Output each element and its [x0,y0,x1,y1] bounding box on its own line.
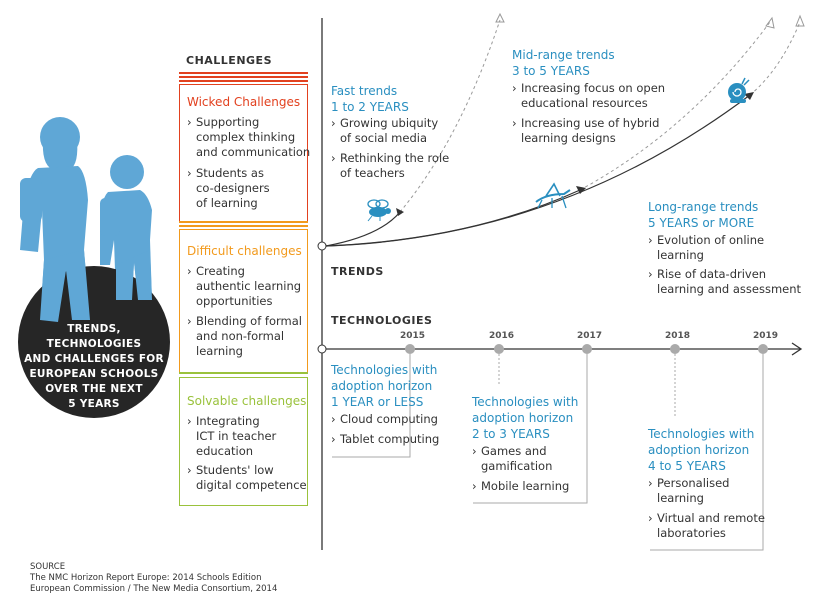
trends-label: TRENDS [331,265,384,278]
solvable-stripes [179,372,308,374]
year-2015: 2015 [400,331,426,341]
snail-icon [728,77,750,103]
challenges-title: CHALLENGES [186,54,272,67]
kids-legs [40,250,152,322]
year-2016: 2016 [489,331,515,341]
difficult-title: Difficult challenges [187,244,302,258]
source-label: SOURCE [30,562,66,572]
source-line-2: European Commission / The New Media Cons… [30,584,278,594]
source-line-1: The NMC Horizon Report Europe: 2014 Scho… [30,573,262,583]
horizon-1-item-2: Tablet computing [331,432,439,447]
bee-icon [367,199,391,222]
circle-title: TRENDS, TECHNOLOGIES AND CHALLENGES FOR … [24,323,164,410]
horizon-2-item-2: Mobile learning [472,479,569,494]
horizon-1-item-1: Cloud computing [331,412,438,427]
year-2017: 2017 [577,331,603,341]
grasshopper-icon [535,182,571,209]
technologies-label: TECHNOLOGIES [331,314,433,327]
wicked-title: Wicked Challenges [187,95,301,109]
year-2018: 2018 [665,331,691,341]
wicked-stripes [179,72,308,82]
difficult-stripes [179,221,308,227]
year-2019: 2019 [753,331,779,341]
solvable-title: Solvable challenges [187,394,307,408]
solvable-box [179,377,308,506]
